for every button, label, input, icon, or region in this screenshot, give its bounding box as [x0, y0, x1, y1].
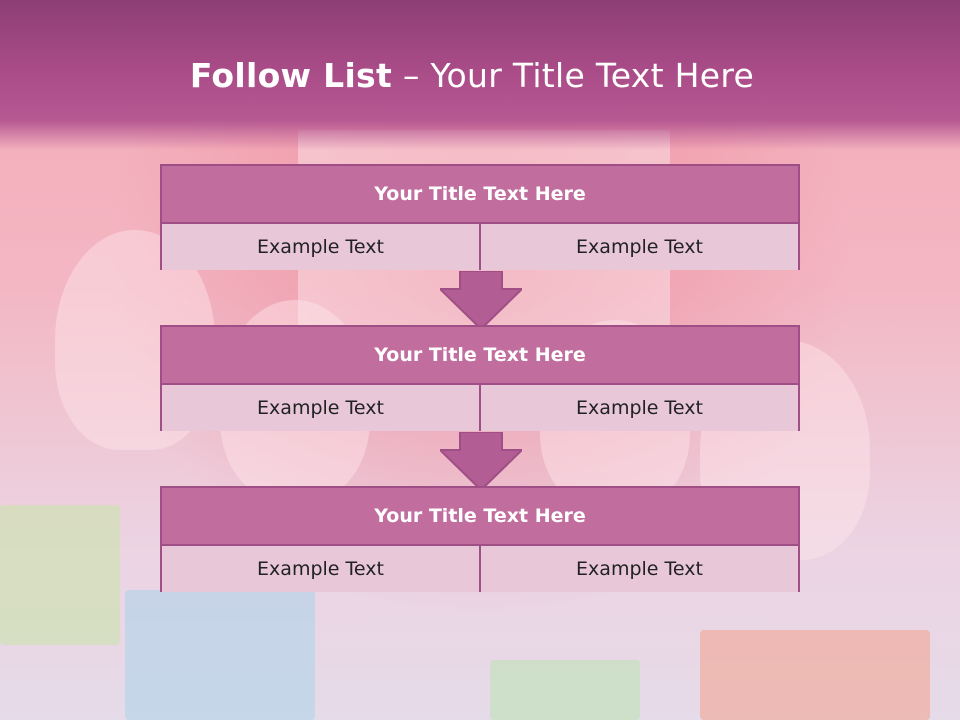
block-cell-left: Example Text	[162, 385, 479, 431]
slide-title: Follow List – Your Title Text Here	[0, 56, 944, 95]
block-title: Your Title Text Here	[162, 166, 798, 224]
title-bold: Follow List	[189, 56, 393, 95]
list-block-2: Your Title Text Here Example Text Exampl…	[160, 325, 800, 431]
block-cell-right: Example Text	[479, 224, 798, 270]
block-cells: Example Text Example Text	[162, 385, 798, 431]
block-title: Your Title Text Here	[162, 327, 798, 385]
block-cell-left: Example Text	[162, 224, 479, 270]
list-block-1: Your Title Text Here Example Text Exampl…	[160, 164, 800, 270]
notebook-graphic	[490, 660, 640, 720]
block-cells: Example Text Example Text	[162, 546, 798, 592]
notebook-graphic	[125, 590, 315, 720]
block-title: Your Title Text Here	[162, 488, 798, 546]
block-cells: Example Text Example Text	[162, 224, 798, 270]
block-cell-right: Example Text	[479, 385, 798, 431]
notebook-graphic	[0, 505, 120, 645]
block-cell-right: Example Text	[479, 546, 798, 592]
down-arrow-icon	[440, 432, 522, 490]
notebook-graphic	[700, 630, 930, 720]
title-bar: Follow List – Your Title Text Here	[0, 0, 960, 150]
block-cell-left: Example Text	[162, 546, 479, 592]
list-block-3: Your Title Text Here Example Text Exampl…	[160, 486, 800, 592]
title-rest: – Your Title Text Here	[392, 56, 755, 95]
down-arrow-icon	[440, 271, 522, 329]
